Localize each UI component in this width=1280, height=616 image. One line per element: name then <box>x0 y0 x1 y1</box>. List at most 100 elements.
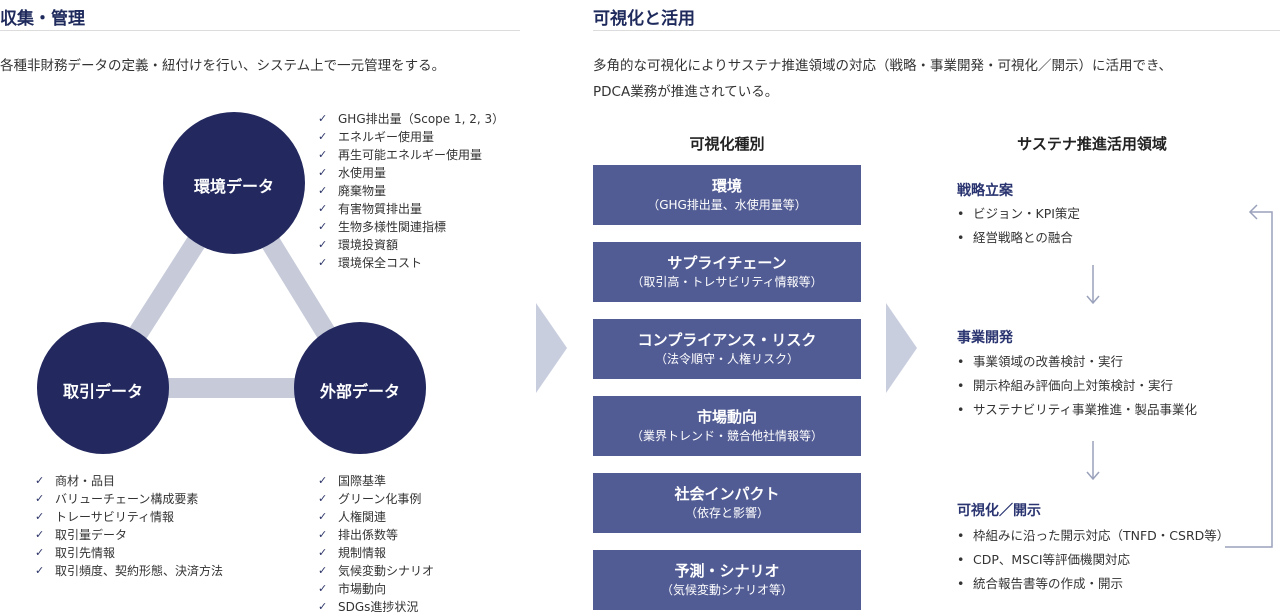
list-item: ✓取引先情報 <box>35 546 116 560</box>
trade-data-list: ✓商材・品目 ✓バリューチェーン構成要素 ✓トレーサビリティ情報 ✓取引量データ… <box>35 472 223 580</box>
area-list-business-dev: 事業領域の改善検討・実行 開示枠組み評価向上対策検討・実行 サステナビリティ事業… <box>957 350 1197 422</box>
list-item: ✓バリューチェーン構成要素 <box>35 492 199 506</box>
type-name: コンプライアンス・リスク <box>637 331 817 349</box>
list-item: ✓生物多様性関連指標 <box>318 220 447 234</box>
chevron-right-icon <box>886 303 917 393</box>
external-data-circle <box>294 322 426 454</box>
arrow-down-icon <box>1086 441 1100 481</box>
check-icon: ✓ <box>318 112 328 125</box>
right-title-divider <box>593 30 1280 31</box>
loop-arrow-icon <box>1225 204 1273 548</box>
list-item: ✓気候変動シナリオ <box>318 564 435 578</box>
area-list-strategy: ビジョン・KPI策定 経営戦略との融合 <box>957 202 1080 250</box>
list-item: サステナビリティ事業推進・製品事業化 <box>957 398 1197 422</box>
list-item: 開示枠組み評価向上対策検討・実行 <box>957 374 1197 398</box>
list-item: 経営戦略との融合 <box>957 226 1080 250</box>
list-item: ✓環境投資額 <box>318 238 399 252</box>
trade-data-label: 取引データ <box>62 382 143 401</box>
check-icon: ✓ <box>318 184 328 197</box>
type-box-compliance: コンプライアンス・リスク （法令順守・人権リスク） <box>593 319 861 379</box>
list-item: ✓市場動向 <box>318 582 387 596</box>
check-icon: ✓ <box>318 492 328 505</box>
type-name: 環境 <box>711 177 742 195</box>
list-item: ✓国際基準 <box>318 474 387 488</box>
check-icon: ✓ <box>318 528 328 541</box>
type-sub: （業界トレンド・競合他社情報等） <box>630 429 823 443</box>
check-icon: ✓ <box>318 564 328 577</box>
type-sub: （気候変動シナリオ等） <box>660 583 793 597</box>
list-item: ✓有害物質排出量 <box>318 202 423 216</box>
left-section-title: 収集・管理 <box>0 9 85 29</box>
check-icon: ✓ <box>318 130 328 143</box>
type-box-scenario: 予測・シナリオ （気候変動シナリオ等） <box>593 550 861 610</box>
type-name: 市場動向 <box>696 408 757 426</box>
list-item: ✓GHG排出量（Scope 1, 2, 3） <box>318 112 505 126</box>
list-item: ✓再生可能エネルギー使用量 <box>318 148 483 162</box>
check-icon: ✓ <box>318 148 328 161</box>
arrow-down-icon <box>1086 265 1100 305</box>
external-data-label: 外部データ <box>319 382 400 401</box>
areas-heading: サステナ推進活用領域 <box>1017 135 1167 153</box>
list-item: ✓水使用量 <box>318 166 387 180</box>
type-sub: （依存と影響） <box>684 506 769 520</box>
check-icon: ✓ <box>318 256 328 269</box>
right-section-title: 可視化と活用 <box>593 9 695 29</box>
list-item: ✓排出係数等 <box>318 528 399 542</box>
list-item: ビジョン・KPI策定 <box>957 202 1080 226</box>
right-description-line1: 多角的な可視化によりサステナ推進領域の対応（戦略・事業開発・可視化／開示）に活用… <box>593 58 1173 74</box>
list-item: ✓人権関連 <box>318 510 387 524</box>
check-icon: ✓ <box>35 510 45 523</box>
type-sub: （GHG排出量、水使用量等） <box>647 198 807 212</box>
check-icon: ✓ <box>318 600 328 613</box>
right-description-line2: PDCA業務が推進されている。 <box>593 84 779 100</box>
check-icon: ✓ <box>318 220 328 233</box>
check-icon: ✓ <box>318 166 328 179</box>
chevron-right-icon <box>536 303 567 393</box>
type-box-supply-chain: サプライチェーン （取引高・トレサビリティ情報等） <box>593 242 861 302</box>
list-item: ✓取引頻度、契約形態、決済方法 <box>35 564 224 578</box>
area-list-disclosure: 枠組みに沿った開示対応（TNFD・CSRD等） CDP、MSCI等評価機関対応 … <box>957 524 1229 596</box>
check-icon: ✓ <box>318 238 328 251</box>
list-item: ✓環境保全コスト <box>318 256 423 270</box>
trade-data-circle <box>37 322 169 454</box>
list-item: ✓商材・品目 <box>35 474 116 488</box>
type-box-environment: 環境 （GHG排出量、水使用量等） <box>593 165 861 225</box>
area-title-business-dev: 事業開発 <box>957 330 1013 346</box>
check-icon: ✓ <box>35 528 45 541</box>
type-box-social-impact: 社会インパクト （依存と影響） <box>593 473 861 533</box>
check-icon: ✓ <box>35 492 45 505</box>
env-data-list: ✓GHG排出量（Scope 1, 2, 3） ✓エネルギー使用量 ✓再生可能エネ… <box>318 110 504 272</box>
check-icon: ✓ <box>318 474 328 487</box>
list-item: CDP、MSCI等評価機関対応 <box>957 548 1229 572</box>
type-box-market: 市場動向 （業界トレンド・競合他社情報等） <box>593 396 861 456</box>
check-icon: ✓ <box>35 474 45 487</box>
list-item: ✓規制情報 <box>318 546 387 560</box>
list-item: ✓SDGs進捗状況 <box>318 600 419 614</box>
check-icon: ✓ <box>35 564 45 577</box>
list-item: ✓トレーサビリティ情報 <box>35 510 175 524</box>
type-name: 社会インパクト <box>674 485 780 503</box>
left-description: 各種非財務データの定義・紐付けを行い、システム上で一元管理をする。 <box>0 58 446 74</box>
list-item: 事業領域の改善検討・実行 <box>957 350 1197 374</box>
left-title-divider <box>0 30 520 31</box>
check-icon: ✓ <box>318 510 328 523</box>
env-data-circle <box>163 112 305 254</box>
type-sub: （取引高・トレサビリティ情報等） <box>631 275 823 289</box>
check-icon: ✓ <box>35 546 45 559</box>
type-sub: （法令順守・人権リスク） <box>654 352 799 366</box>
list-item: 統合報告書等の作成・開示 <box>957 572 1229 596</box>
external-data-list: ✓国際基準 ✓グリーン化事例 ✓人権関連 ✓排出係数等 ✓規制情報 ✓気候変動シ… <box>318 472 434 616</box>
check-icon: ✓ <box>318 546 328 559</box>
list-item: ✓取引量データ <box>35 528 128 542</box>
area-title-strategy: 戦略立案 <box>957 183 1013 199</box>
check-icon: ✓ <box>318 202 328 215</box>
list-item: ✓エネルギー使用量 <box>318 130 435 144</box>
types-heading: 可視化種別 <box>689 135 765 153</box>
list-item: 枠組みに沿った開示対応（TNFD・CSRD等） <box>957 524 1229 548</box>
list-item: ✓廃棄物量 <box>318 184 387 198</box>
type-name: 予測・シナリオ <box>674 562 780 580</box>
check-icon: ✓ <box>318 582 328 595</box>
env-data-label: 環境データ <box>193 177 274 196</box>
type-name: サプライチェーン <box>667 254 787 272</box>
